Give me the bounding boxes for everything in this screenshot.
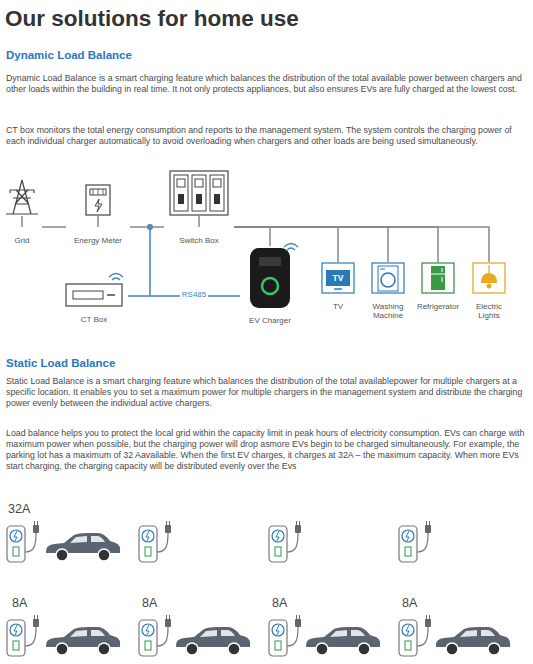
label-holder: 8A xyxy=(142,596,182,610)
node-icon xyxy=(371,262,405,294)
body-paragraph: CT box monitors the total energy consump… xyxy=(6,125,528,147)
icon-box: TV xyxy=(321,262,355,294)
label-holder: 8A xyxy=(12,596,52,610)
section-heading: Static Load Balance xyxy=(6,357,306,369)
node-icon xyxy=(472,262,506,294)
edge-label: RS485 xyxy=(180,290,208,299)
icon-box xyxy=(371,262,405,294)
icon-box xyxy=(85,184,111,216)
node-icon xyxy=(2,178,42,216)
label-holder: Static Load Balance is a smart charging … xyxy=(6,376,528,409)
component-node: EV Charger xyxy=(240,246,300,325)
edge-label-holder: RS485 xyxy=(180,283,208,301)
node-label: Electric Lights xyxy=(466,302,512,320)
node-icon xyxy=(85,184,111,216)
node-label: EV Charger xyxy=(240,316,300,325)
wire-connector xyxy=(234,227,270,246)
icon-box xyxy=(472,262,506,294)
component-node: Switch Box xyxy=(164,170,234,245)
node-label: CT Box xyxy=(60,315,128,324)
node-label: Washing Machine xyxy=(364,302,412,320)
node-icon xyxy=(421,262,455,294)
label-holder: Load balance helps you to protect the lo… xyxy=(6,428,528,472)
icon-box xyxy=(169,170,229,216)
label-holder: Static Load Balance xyxy=(6,357,306,369)
icon-box xyxy=(2,178,42,216)
label-holder: 8A xyxy=(272,596,312,610)
node-label: Switch Box xyxy=(164,236,234,245)
component-node: Refrigerator xyxy=(412,262,464,311)
component-node: TV TV xyxy=(316,262,360,311)
component-node: Grid xyxy=(2,178,42,245)
node-label: TV xyxy=(316,302,360,311)
icon-box xyxy=(248,246,292,310)
current-label: 8A xyxy=(402,596,442,610)
node-label: Energy Meter xyxy=(66,236,130,245)
current-label: 8A xyxy=(12,596,52,610)
current-label: 8A xyxy=(142,596,182,610)
icon-text: TV xyxy=(333,273,344,283)
node-icon xyxy=(169,170,229,216)
component-node: CT Box xyxy=(60,283,128,324)
label-holder: 32A xyxy=(8,502,68,516)
node-label: Grid xyxy=(2,236,42,245)
section-heading: Dynamic Load Balance xyxy=(6,49,306,61)
wire-connector xyxy=(42,226,66,228)
label-holder: 8A xyxy=(402,596,442,610)
icon-box xyxy=(65,283,123,307)
component-node: Electric Lights xyxy=(466,262,512,320)
current-label: 8A xyxy=(272,596,312,610)
page-title: Our solutions for home use xyxy=(5,6,299,32)
label-holder: Dynamic Load Balance is a smart charging… xyxy=(6,73,528,95)
wire-connector xyxy=(130,226,164,228)
icon-box xyxy=(421,262,455,294)
body-paragraph: Load balance helps you to protect the lo… xyxy=(6,428,528,472)
title-holder: Our solutions for home use xyxy=(5,6,299,32)
body-paragraph: Static Load Balance is a smart charging … xyxy=(6,376,528,409)
current-label: 32A xyxy=(8,502,68,516)
component-node: Washing Machine xyxy=(364,262,412,320)
label-holder: Dynamic Load Balance xyxy=(6,49,306,61)
component-node: Energy Meter xyxy=(66,184,130,245)
body-paragraph: Dynamic Load Balance is a smart charging… xyxy=(6,73,528,95)
label-holder: CT box monitors the total energy consump… xyxy=(6,125,528,147)
node-icon xyxy=(65,283,123,307)
node-label: Refrigerator xyxy=(412,302,464,311)
node-icon xyxy=(248,246,292,310)
